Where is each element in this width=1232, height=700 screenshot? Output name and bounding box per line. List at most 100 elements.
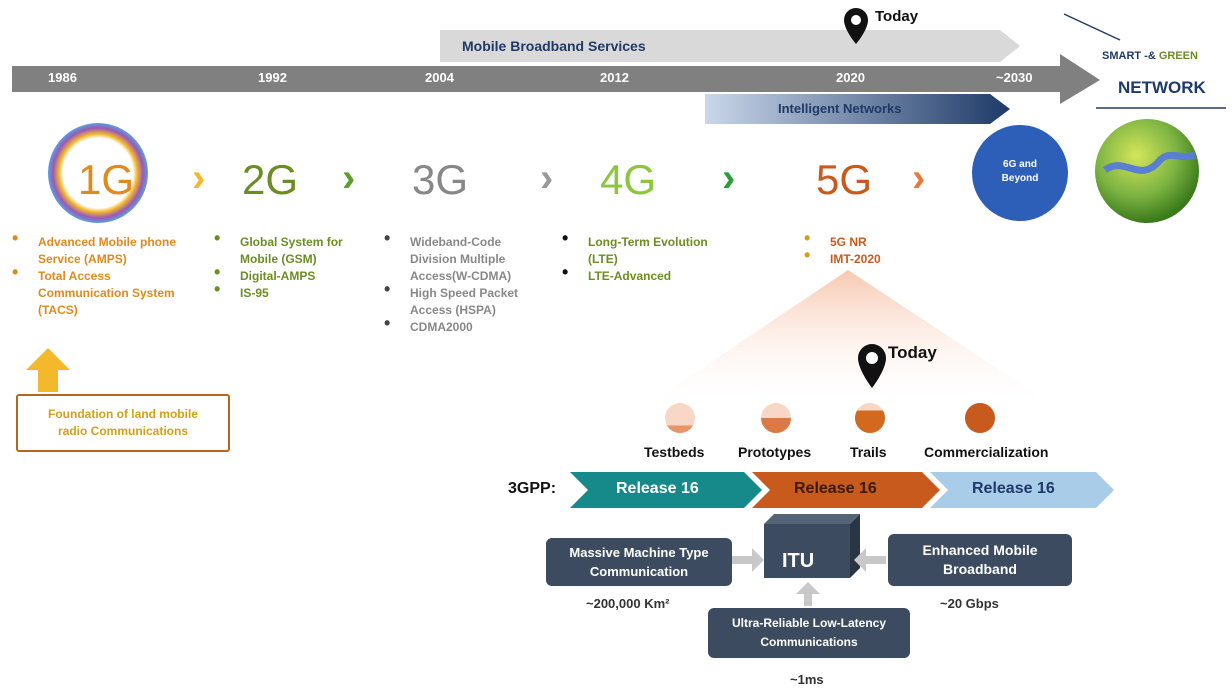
release-arrow-lightblue: [930, 472, 1114, 508]
list-item: • 5G NR: [804, 229, 950, 251]
chevron-icon-4: ›: [722, 156, 736, 200]
urllc-box: Ultra-Reliable Low-Latency Communication…: [708, 608, 910, 658]
today-pin-icon-5g: [858, 344, 886, 388]
5g-cone: [640, 270, 1060, 410]
item-text: LTE-Advanced: [588, 269, 672, 283]
today-pin-icon: [844, 8, 868, 44]
bullet-dot: •: [384, 313, 391, 333]
item-text: Digital-AMPS: [240, 269, 316, 283]
list-item: • IMT-2020: [804, 246, 950, 268]
list-item: • High Speed Packet Access (HSPA): [384, 280, 550, 319]
list-item: • Advanced Mobile phone Service (AMPS): [12, 229, 198, 268]
year-2020: 2020: [836, 70, 865, 85]
year-2004: 2004: [425, 70, 454, 85]
itu-cube-side: [850, 514, 860, 578]
list-item: • LTE-Advanced: [562, 263, 738, 285]
bullet-dot: •: [804, 245, 811, 265]
6g-line1: 6G and: [1003, 159, 1037, 170]
itu-cube-front: [764, 524, 850, 578]
chevron-icon-3: ›: [540, 156, 554, 200]
earth-river: [1102, 151, 1197, 174]
release-arrow-teal: [570, 472, 762, 508]
mobile-broadband-arrow: [440, 30, 1020, 62]
brand-green: GREEN: [1158, 50, 1198, 62]
mmtc-box: Massive Machine Type Communication: [546, 538, 732, 586]
list-5g: • 5G NR • IMT-2020: [804, 229, 950, 268]
intelligent-networks-arrow: [705, 94, 1010, 124]
1g-ring-icon: [48, 123, 148, 223]
item-text: High Speed Packet Access (HSPA): [410, 286, 519, 317]
intelligent-networks-label: Intelligent Networks: [778, 101, 902, 116]
urllc-label: Ultra-Reliable Low-Latency Communication…: [731, 616, 887, 649]
year-2030: ~2030: [996, 70, 1033, 85]
item-text: IMT-2020: [830, 252, 881, 266]
bullet-dot: •: [12, 228, 19, 248]
year-1992: 1992: [258, 70, 287, 85]
release-label-1: Release 16: [616, 480, 699, 497]
item-text: Global System for Mobile (GSM): [240, 235, 343, 266]
release-arrow-orange: [752, 472, 940, 508]
item-text: Total Access Communication System (TACS): [38, 269, 175, 317]
6g-beyond-label: 6G and Beyond: [988, 158, 1052, 186]
bullet-dot: •: [562, 262, 569, 282]
embb-label: Enhanced Mobile Broadband: [922, 542, 1038, 577]
item-text: Advanced Mobile phone Service (AMPS): [38, 235, 177, 266]
gen-4g: 4G: [600, 156, 657, 203]
list-1g: • Advanced Mobile phone Service (AMPS) •T…: [12, 229, 198, 319]
bullet-dot: •: [214, 228, 221, 248]
stage-prototypes: Prototypes: [738, 444, 812, 460]
timeline-graphics: [12, 8, 1226, 124]
mmtc-label: Massive Machine Type Communication: [569, 545, 709, 579]
chevron-icon-5: ›: [912, 156, 926, 200]
list-2g: • Global System for Mobile (GSM) • Digital…: [214, 229, 370, 302]
network-brand: SMART -& GREEN: [1102, 50, 1198, 62]
gen-5g: 5G: [816, 156, 873, 203]
bullet-dot: •: [562, 228, 569, 248]
list-item: • CDMA2000: [384, 314, 550, 336]
gen-1g: 1G: [78, 156, 135, 203]
up-arrow-icon: [26, 348, 70, 392]
bullet-dot: •: [804, 228, 811, 248]
6g-circle: [972, 125, 1068, 221]
bullet-dot: •: [384, 279, 391, 299]
brand-smart: SMART -&: [1102, 50, 1156, 62]
item-text: CDMA2000: [410, 320, 473, 334]
foundation-box: Foundation of land mobile radio Communic…: [16, 394, 230, 452]
stage-commercialization: Commercialization: [924, 444, 1049, 460]
year-2012: 2012: [600, 70, 629, 85]
release-label-2: Release 16: [794, 480, 877, 497]
stage-testbeds: Testbeds: [644, 444, 705, 460]
list-item: • Digital-AMPS: [214, 263, 370, 285]
chevron-icon-2: ›: [342, 156, 356, 200]
embb-box: Enhanced Mobile Broadband: [888, 534, 1072, 586]
5g-detail-graphics: [570, 270, 1114, 606]
arrow-left-icon: [732, 548, 764, 572]
stage-progress-fill: [665, 425, 695, 433]
stage-progress-fill: [965, 403, 995, 433]
urllc-metric: ~1ms: [790, 672, 824, 687]
network-divider-line: [1063, 13, 1121, 41]
today-label-top: Today: [875, 8, 919, 25]
stage-progress-fill: [855, 410, 885, 433]
chevron-icon-1: ›: [192, 156, 206, 200]
item-text: 5G NR: [830, 235, 867, 249]
list-item: • Long-Term Evolution (LTE): [562, 229, 738, 268]
item-text: Long-Term Evolution (LTE): [588, 235, 708, 266]
embb-metric: ~20 Gbps: [940, 596, 999, 611]
gen-3g: 3G: [412, 156, 469, 203]
today-label-5g: Today: [888, 343, 937, 362]
list-3g: • Wideband-Code Division Multiple Access(…: [384, 229, 550, 336]
item-text: IS-95: [240, 286, 269, 300]
timeline-arrow: [12, 54, 1100, 104]
stage-progress-fill: [761, 418, 791, 433]
list-item: •IS-95: [214, 280, 370, 302]
list-item: •Total Access Communication System (TACS…: [12, 263, 198, 319]
network-label: NETWORK: [1118, 78, 1206, 97]
list-4g: • Long-Term Evolution (LTE) • LTE-Advanced: [562, 229, 738, 285]
arrow-right-icon: [854, 548, 886, 572]
stage-circles: [665, 403, 995, 433]
bullet-dot: •: [384, 228, 391, 248]
bullet-dot: •: [214, 262, 221, 282]
item-text: Wideband-Code Division Multiple Access(W…: [410, 235, 512, 283]
mmtc-metric: ~200,000 Km²: [586, 596, 670, 611]
